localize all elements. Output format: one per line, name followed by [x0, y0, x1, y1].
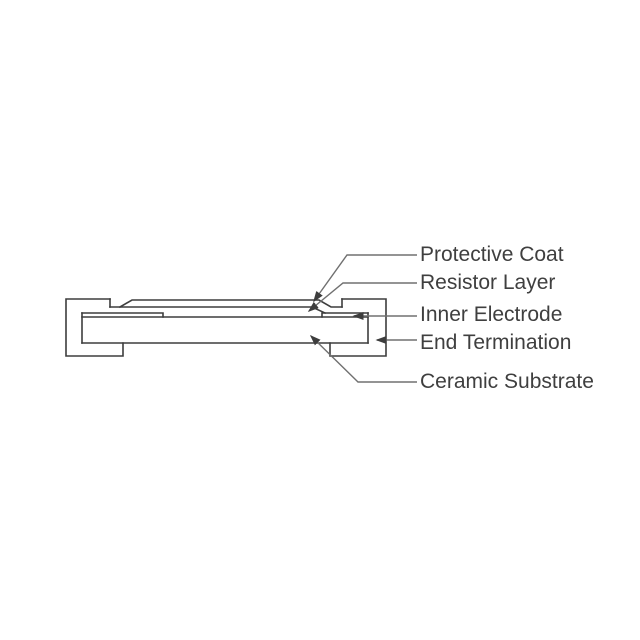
label-resistor-layer: Resistor Layer	[420, 271, 556, 294]
left-end-termination-outline	[65, 298, 124, 357]
resistor-layer-top	[109, 306, 327, 315]
protective-coat-leader-arrow	[313, 254, 417, 303]
resistor-layer-leader-arrow	[307, 282, 417, 312]
protective-coat-top	[118, 299, 343, 309]
label-end-termination: End Termination	[420, 331, 572, 354]
label-protective-coat: Protective Coat	[420, 243, 564, 266]
right-end-termination-outline	[329, 298, 387, 357]
left-inner-electrode	[81, 312, 164, 318]
chip-cross-section	[65, 298, 387, 357]
ceramic-substrate-leader-arrow	[309, 334, 417, 383]
leader-lines	[307, 254, 417, 383]
label-inner-electrode: Inner Electrode	[420, 303, 563, 326]
label-ceramic-substrate: Ceramic Substrate	[420, 370, 594, 393]
